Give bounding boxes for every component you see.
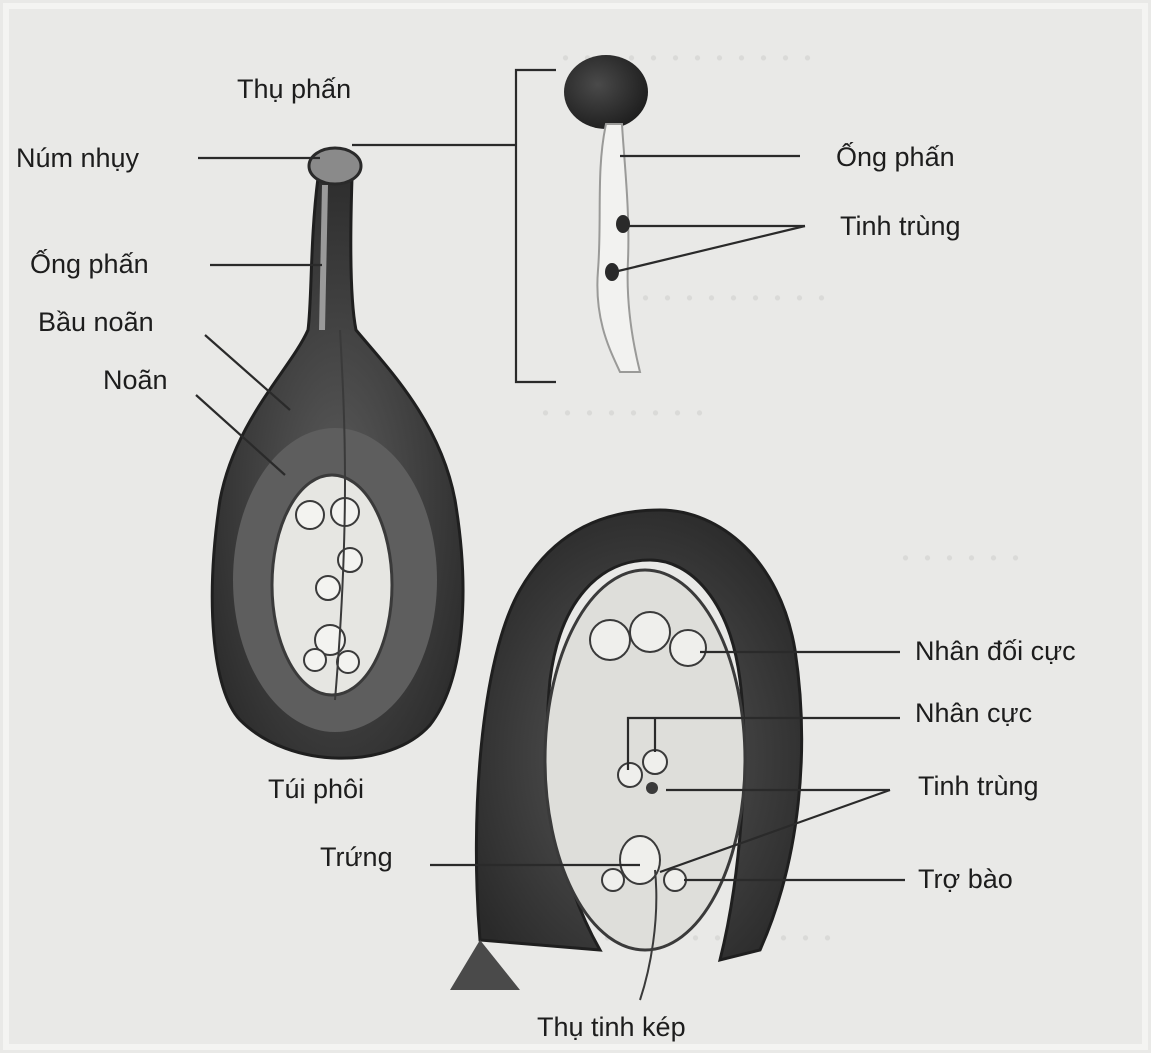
polar-nucleus bbox=[338, 548, 362, 572]
svg-text:. . . . . . . . .: . . . . . . . . . bbox=[640, 261, 827, 310]
style-highlight bbox=[322, 185, 325, 330]
label-thu-tinh-kep: Thụ tinh kép bbox=[537, 1012, 686, 1042]
svg-text:. . . . . . . .: . . . . . . . . bbox=[540, 376, 705, 425]
antipodal-cell bbox=[670, 630, 706, 666]
label-bau-noan: Bầu noãn bbox=[38, 307, 154, 337]
antipodal-cell bbox=[630, 612, 670, 652]
synergid-cell bbox=[664, 869, 686, 891]
label-nhan-doi-cuc: Nhân đối cực bbox=[915, 636, 1076, 666]
label-noan: Noãn bbox=[103, 365, 168, 395]
polar-nucleus bbox=[618, 763, 642, 787]
polar-nucleus bbox=[316, 576, 340, 600]
label-tro-bao: Trợ bào bbox=[918, 864, 1013, 894]
label-num-nhuy: Núm nhụy bbox=[16, 143, 140, 173]
antipodal-cell bbox=[590, 620, 630, 660]
egg-cell bbox=[620, 836, 660, 884]
label-trung: Trứng bbox=[320, 842, 393, 872]
antipodal-cell bbox=[296, 501, 324, 529]
pollen-grain bbox=[564, 55, 648, 129]
label-ong-phan-left: Ống phấn bbox=[30, 247, 149, 279]
synergid-cell bbox=[304, 649, 326, 671]
label-tinh-trung-top: Tinh trùng bbox=[840, 211, 961, 241]
sperm-cell bbox=[646, 782, 658, 794]
label-tui-phoi: Túi phôi bbox=[268, 774, 364, 804]
polar-nucleus bbox=[643, 750, 667, 774]
synergid-cell bbox=[337, 651, 359, 673]
stigma bbox=[309, 148, 361, 184]
label-tinh-trung-bottom: Tinh trùng bbox=[918, 771, 1039, 801]
label-thu-phan: Thụ phấn bbox=[237, 74, 351, 104]
sperm-cell bbox=[616, 215, 630, 233]
svg-text:. . . . . .: . . . . . . bbox=[900, 521, 1021, 570]
label-ong-phan-right: Ống phấn bbox=[836, 140, 955, 172]
synergid-cell bbox=[602, 869, 624, 891]
label-nhan-cuc: Nhân cực bbox=[915, 698, 1032, 728]
